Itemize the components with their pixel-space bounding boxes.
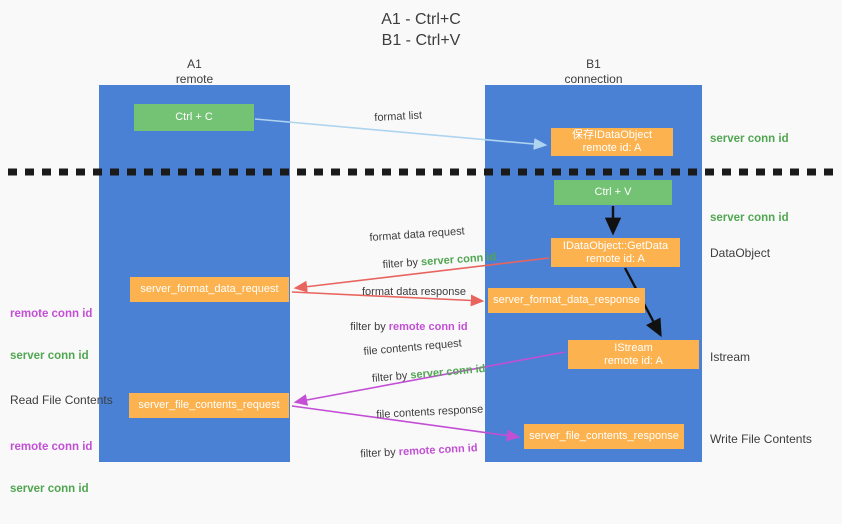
label-remote-conn-id-1: remote conn id bbox=[10, 308, 93, 320]
lane-header-a1: A1 remote bbox=[175, 57, 214, 86]
label-server-conn-id-top: server conn id bbox=[710, 133, 789, 145]
lane-header-b1: B1 connection bbox=[564, 57, 623, 86]
box-server-file-contents-response[interactable]: server_file_contents_response bbox=[524, 424, 684, 449]
box-istream[interactable]: IStream remote id: A bbox=[568, 340, 699, 369]
filter-prefix-1: filter by bbox=[382, 256, 422, 272]
diagram-canvas: A1 - Ctrl+C B1 - Ctrl+V A1 remote B1 con… bbox=[8, 11, 838, 495]
filter-prefix-4: filter by bbox=[360, 446, 400, 461]
label-remote-conn-id-2: remote conn id bbox=[10, 441, 93, 453]
label-write-file-contents: Write File Contents bbox=[710, 432, 812, 446]
filter-value-server-conn-id-2: server conn id bbox=[409, 362, 486, 382]
flow-label-format-list: format list bbox=[374, 109, 423, 124]
filter-value-remote-conn-id-1: remote conn id bbox=[388, 321, 468, 333]
label-read-file-contents: Read File Contents bbox=[10, 393, 113, 407]
box-server-file-contents-request[interactable]: server_file_contents_request bbox=[129, 393, 289, 418]
label-group-file-conn-ids: remote conn id server conn id bbox=[10, 412, 92, 524]
flow-label-file-contents-response-filter: filter by remote conn id bbox=[347, 427, 479, 476]
box-ctrl-v[interactable]: Ctrl + V bbox=[554, 180, 672, 205]
flow-label-file-contents-response: file contents response bbox=[376, 403, 484, 421]
label-group-format-conn-ids: remote conn id server conn id bbox=[10, 279, 92, 391]
label-server-conn-id-left-2: server conn id bbox=[10, 483, 89, 495]
flow-label-format-data-response-filter: filter by remote conn id bbox=[338, 306, 468, 348]
label-dataobject: DataObject bbox=[710, 246, 771, 260]
box-server-format-data-request[interactable]: server_format_data_request bbox=[130, 277, 289, 302]
label-server-conn-id-mid: server conn id bbox=[710, 212, 789, 224]
flow-label-format-data-response: format data response bbox=[362, 286, 466, 298]
filter-value-remote-conn-id-2: remote conn id bbox=[398, 442, 478, 459]
page-title: A1 - Ctrl+C B1 - Ctrl+V bbox=[381, 11, 461, 49]
box-server-format-data-response[interactable]: server_format_data_response bbox=[488, 288, 645, 313]
filter-value-server-conn-id-1: server conn id bbox=[420, 251, 497, 269]
filter-prefix-3: filter by bbox=[371, 369, 411, 385]
filter-prefix-2: filter by bbox=[350, 321, 389, 333]
label-server-conn-id-left-1: server conn id bbox=[10, 350, 89, 362]
box-data-object[interactable]: 保存IDataObject remote id: A bbox=[551, 128, 673, 156]
box-idataobject-getdata[interactable]: IDataObject::GetData remote id: A bbox=[551, 238, 680, 267]
flow-label-format-data-request-filter: filter by server conn id bbox=[369, 236, 498, 287]
box-ctrl-c[interactable]: Ctrl + C bbox=[134, 104, 254, 131]
label-istream: Istream bbox=[710, 350, 751, 364]
